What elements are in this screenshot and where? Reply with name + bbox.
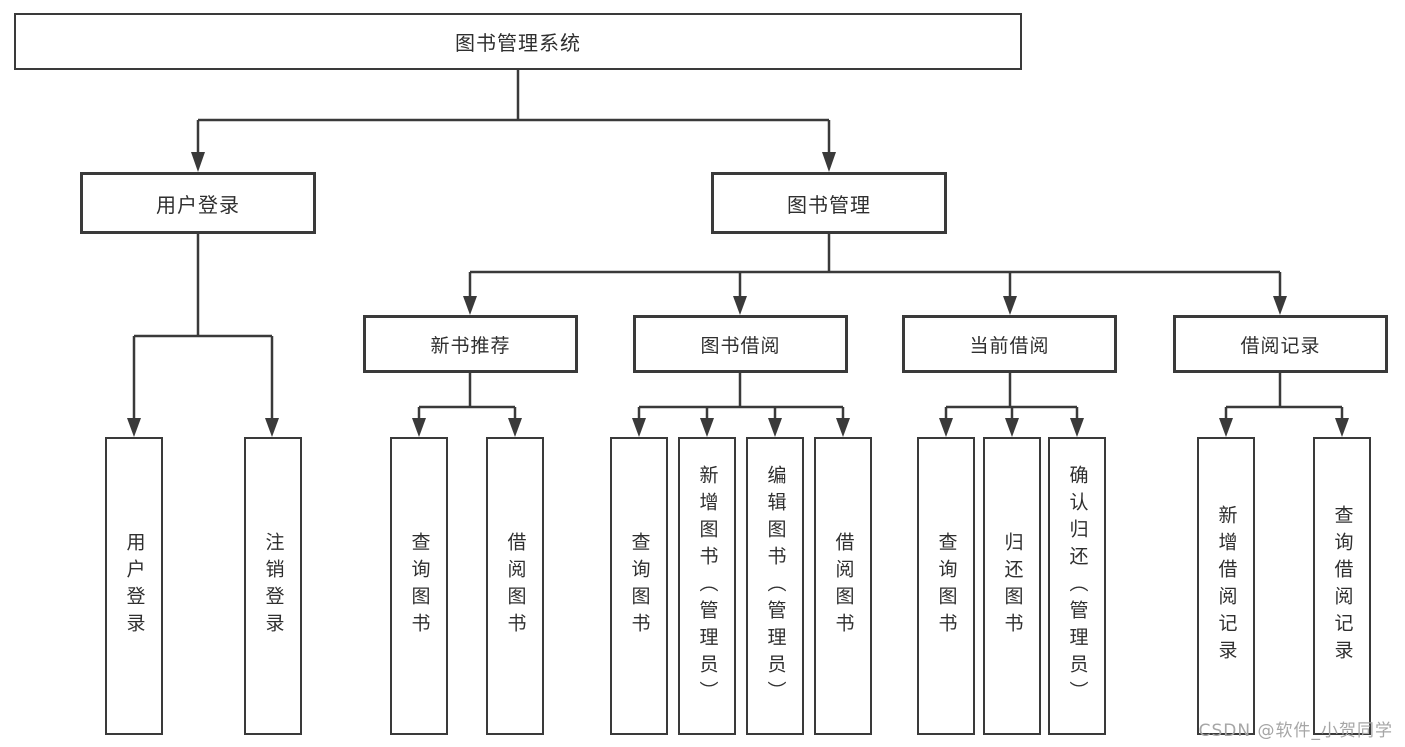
leaf-logout: 注销登录 [244, 437, 302, 735]
leaf-query-books-recommend: 查询图书 [390, 437, 448, 735]
node-new-book-recommend: 新书推荐 [363, 315, 578, 373]
leaf-add-borrow-record: 新增借阅记录 [1197, 437, 1255, 735]
leaf-query-borrow-record: 查询借阅记录 [1313, 437, 1371, 735]
leaf-add-book-admin: 新增图书（管理员） [678, 437, 736, 735]
leaf-edit-book-admin: 编辑图书（管理员） [746, 437, 804, 735]
root-node-library-system: 图书管理系统 [14, 13, 1022, 70]
leaf-query-books-current: 查询图书 [917, 437, 975, 735]
leaf-borrow-books-borrowing: 借阅图书 [814, 437, 872, 735]
leaf-confirm-return-admin: 确认归还（管理员） [1048, 437, 1106, 735]
node-current-borrowing: 当前借阅 [902, 315, 1117, 373]
leaf-user-login: 用户登录 [105, 437, 163, 735]
csdn-watermark: CSDN @软件_小贺同学 [1198, 721, 1393, 741]
leaf-query-books-borrowing: 查询图书 [610, 437, 668, 735]
node-user-login: 用户登录 [80, 172, 316, 234]
node-borrowing-records: 借阅记录 [1173, 315, 1388, 373]
node-book-borrowing: 图书借阅 [633, 315, 848, 373]
leaf-borrow-books-recommend: 借阅图书 [486, 437, 544, 735]
node-book-management: 图书管理 [711, 172, 947, 234]
leaf-return-books: 归还图书 [983, 437, 1041, 735]
